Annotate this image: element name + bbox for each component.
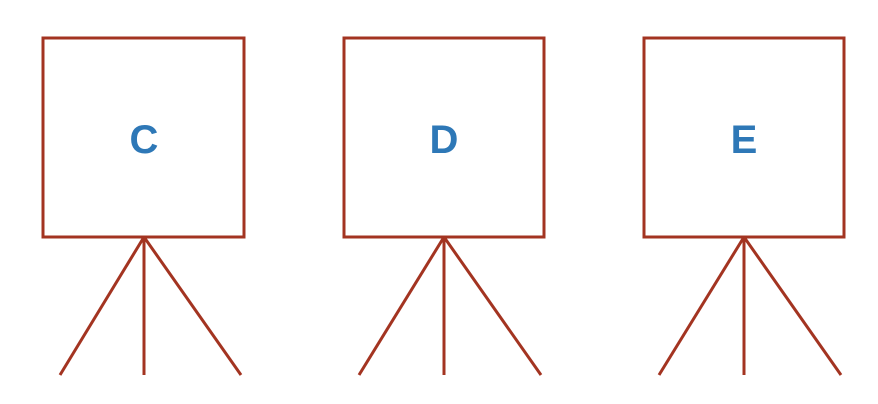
- board-label-e: E: [731, 118, 758, 162]
- leg-left-c: [58, 236, 146, 376]
- leg-left-e: [657, 236, 746, 376]
- easel-e: E: [642, 36, 846, 376]
- tripod-legs-e: [657, 236, 843, 376]
- easel-c: C: [41, 36, 246, 376]
- easel-d: D: [342, 36, 546, 376]
- leg-right-c: [142, 236, 243, 376]
- leg-right-e: [742, 236, 843, 376]
- leg-right-d: [442, 236, 543, 376]
- leg-left-d: [357, 236, 446, 376]
- board-label-c: C: [130, 118, 159, 162]
- tripod-legs-d: [357, 236, 543, 376]
- board-label-d: D: [430, 118, 459, 162]
- tripod-legs-c: [58, 236, 243, 376]
